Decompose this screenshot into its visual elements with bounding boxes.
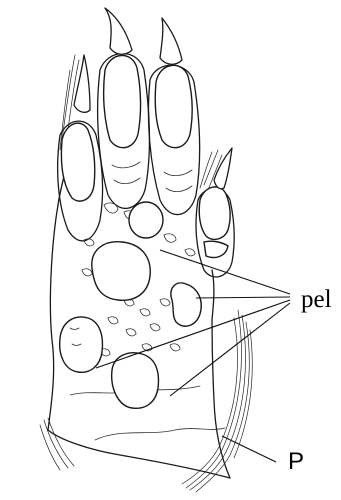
pad-interdigital-2 <box>92 242 150 301</box>
pad-carpal-central <box>112 353 159 409</box>
fur-label: P <box>288 450 304 474</box>
pad-carpal-left <box>60 317 103 372</box>
pads-label: pel <box>301 287 332 312</box>
pad-interdigital-1 <box>129 202 163 238</box>
